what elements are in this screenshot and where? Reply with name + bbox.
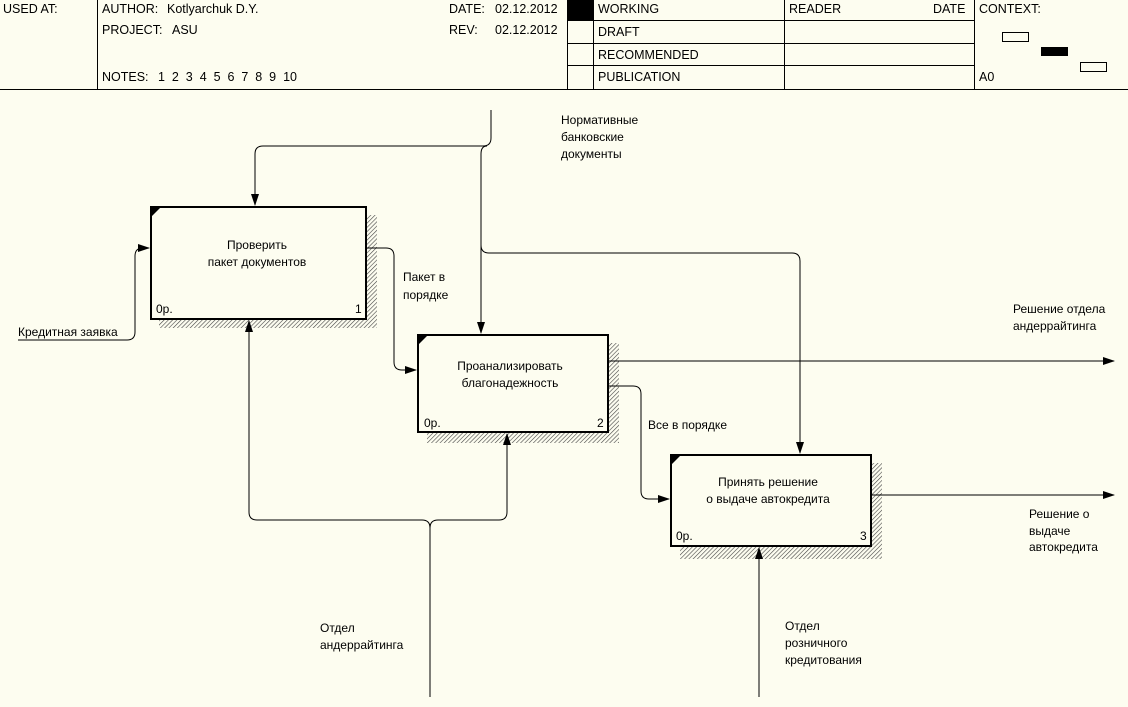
status-working: WORKING bbox=[598, 2, 660, 16]
label-all-ok: Все в порядке bbox=[648, 418, 727, 432]
label-output-decision-2: выдаче bbox=[1029, 524, 1071, 538]
label-control-docs-2: банковские bbox=[561, 130, 624, 144]
status-recommended: RECOMMENDED bbox=[598, 48, 699, 62]
arrow-mech-underwriting[interactable] bbox=[245, 320, 511, 697]
notes-label: NOTES: bbox=[102, 70, 149, 84]
arrow-all-ok[interactable] bbox=[608, 385, 670, 503]
label-mech-retail-1: Отдел bbox=[785, 619, 820, 633]
activity-box-2[interactable]: Проанализировать благонадежность 0р. 2 bbox=[417, 334, 609, 433]
box-1-title-line1: Проверить bbox=[227, 238, 287, 252]
context-box-icon bbox=[1002, 32, 1029, 42]
rev-value: 02.12.2012 bbox=[495, 23, 558, 37]
label-output-decision-dept-2: андеррайтинга bbox=[1013, 319, 1097, 333]
date-value: 02.12.2012 bbox=[495, 2, 558, 16]
project-value: ASU bbox=[172, 23, 198, 37]
label-input-credit: Кредитная заявка bbox=[18, 325, 118, 339]
author-label: AUTHOR: bbox=[102, 2, 159, 16]
activity-box-3[interactable]: Принять решение о выдаче автокредита 0р.… bbox=[670, 454, 872, 547]
activity-box-1[interactable]: Проверить пакет документов 0р. 1 bbox=[150, 206, 367, 320]
status-marker-working bbox=[568, 0, 593, 20]
status-draft: DRAFT bbox=[598, 25, 640, 39]
reader-label: READER bbox=[789, 2, 842, 16]
box-1-title-line2: пакет документов bbox=[208, 255, 307, 269]
notes-value: 1 2 3 4 5 6 7 8 9 10 bbox=[158, 70, 297, 84]
label-mech-retail-2: розничного bbox=[785, 636, 848, 650]
label-mech-retail-3: кредитования bbox=[785, 653, 862, 667]
used-at-label: USED AT: bbox=[3, 2, 58, 16]
box-3-cost: 0р. bbox=[676, 529, 693, 543]
status-publication: PUBLICATION bbox=[598, 70, 681, 84]
header-divider bbox=[974, 0, 975, 89]
label-output-decision-dept-1: Решение отдела bbox=[1013, 302, 1106, 316]
label-control-docs-3: документы bbox=[561, 147, 622, 161]
node-label: A0 bbox=[979, 70, 995, 84]
box-2-number: 2 bbox=[597, 416, 604, 430]
label-output-decision-1: Решение о bbox=[1029, 507, 1090, 521]
author-value: Kotlyarchuk D.Y. bbox=[167, 2, 259, 16]
header-divider bbox=[593, 0, 594, 89]
header-divider bbox=[97, 0, 98, 89]
header-divider bbox=[784, 0, 785, 89]
box-3-title-line2: о выдаче автокредита bbox=[706, 492, 830, 506]
label-mech-underwriting-1: Отдел bbox=[320, 621, 355, 635]
box-2-title-line2: благонадежность bbox=[462, 376, 559, 390]
label-package-ok-2: порядке bbox=[403, 288, 449, 302]
box-3-number: 3 bbox=[860, 529, 867, 543]
reader-date-label: DATE bbox=[933, 2, 966, 16]
context-box-current-icon bbox=[1041, 47, 1068, 56]
box-2-title-line1: Проанализировать bbox=[457, 359, 563, 373]
box-1-cost: 0р. bbox=[156, 302, 173, 316]
context-box-icon bbox=[1080, 62, 1107, 72]
idef0-header: USED AT: AUTHOR: Kotlyarchuk D.Y. PROJEC… bbox=[0, 0, 1128, 90]
box-2-cost: 0р. bbox=[424, 416, 441, 430]
header-divider bbox=[567, 0, 568, 89]
context-label: CONTEXT: bbox=[979, 2, 1041, 16]
rev-label: REV: bbox=[449, 23, 478, 37]
project-label: PROJECT: bbox=[102, 23, 163, 37]
arrow-control-docs[interactable] bbox=[251, 110, 804, 454]
arrow-input-credit[interactable] bbox=[18, 244, 150, 341]
header-row-line bbox=[567, 20, 974, 21]
header-row-line bbox=[567, 65, 974, 66]
label-package-ok-1: Пакет в bbox=[403, 270, 445, 284]
header-row-line bbox=[567, 43, 974, 44]
arrow-package-ok[interactable] bbox=[366, 247, 417, 374]
date-label: DATE: bbox=[449, 2, 485, 16]
label-control-docs-1: Нормативные bbox=[561, 113, 639, 127]
box-3-title-line1: Принять решение bbox=[718, 475, 818, 489]
box-1-number: 1 bbox=[355, 302, 362, 316]
label-mech-underwriting-2: андеррайтинга bbox=[320, 638, 404, 652]
label-output-decision-3: автокредита bbox=[1029, 540, 1098, 554]
